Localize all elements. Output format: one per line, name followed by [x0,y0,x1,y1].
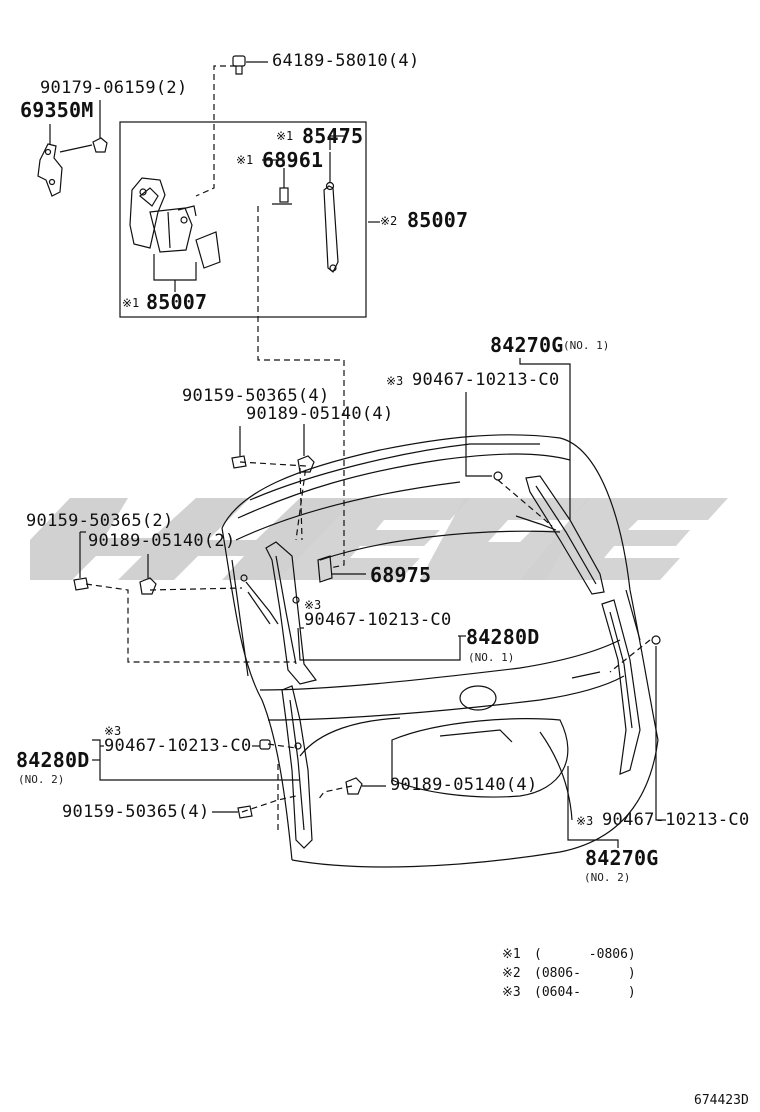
control-rod-drawing [323,152,339,273]
label-no1-b: (NO. 1) [468,651,515,664]
label-90189-05140-bottom[interactable]: 90189-05140(4) [390,775,538,795]
label-68975[interactable]: 68975 [370,563,432,587]
legend-range-2: (0806- ) [534,966,636,981]
legend-range-3: (0604- ) [534,985,636,1000]
label-90159-50365-top[interactable]: 90159-50365(4) [182,386,330,406]
weatherstrip-84270g-no1-drawing [493,471,605,595]
nut-90189-top-drawing [297,455,315,473]
clip-90467-left-drawing [259,739,271,750]
label-90467-10213-left[interactable]: 90467-10213-C0 [104,736,252,756]
legend-mark-2: ※2 [502,966,521,981]
weatherstrip-84280d-no2-drawing [281,685,313,849]
legend-range-1: ( -0806) [534,947,636,962]
label-85007-bottom[interactable]: 85007 [146,290,208,314]
label-84270g-no1[interactable]: 84270G [490,333,564,357]
weatherstrip-84280d-no1-drawing [240,541,318,685]
bolt-64189-drawing [232,55,246,75]
mark-3-b: ※3 [304,598,322,612]
reference-code: 674423D [694,1093,749,1108]
label-no2-b: (NO. 2) [584,871,631,884]
label-90189-05140-top[interactable]: 90189-05140(4) [246,404,394,424]
bolt-90159-left-drawing [73,577,89,591]
back-door-outline [221,434,659,868]
detail-box [119,121,367,318]
label-90179-06159[interactable]: 90179-06159(2) [40,78,188,98]
label-84280d-no2[interactable]: 84280D [16,748,90,772]
mark-1-a: ※1 [276,129,294,143]
label-68961[interactable]: 68961 [262,148,324,172]
label-90159-50365-2[interactable]: 90159-50365(2) [26,511,174,531]
label-85007-right[interactable]: 85007 [407,208,469,232]
label-90467-10213-mid[interactable]: 90467-10213-C0 [304,610,452,630]
legend-mark-3: ※3 [502,985,521,1000]
label-84280d-no1[interactable]: 84280D [466,625,540,649]
bolt-90159-top-drawing [231,455,247,469]
bolt-90159-bottom-drawing [237,805,253,819]
door-lock-actuator-drawing [129,177,221,292]
weatherstrip-84270g-no2-drawing [571,599,661,775]
label-no1-a: (NO. 1) [563,339,610,352]
mark-1-c: ※1 [122,296,140,310]
label-69350m[interactable]: 69350M [20,98,94,122]
nut-90179-drawing [92,137,108,153]
label-84270g-no2[interactable]: 84270G [585,846,659,870]
nut-90189-bottom-drawing [345,777,363,795]
label-no2-a: (NO. 2) [18,773,65,786]
label-90189-05140-2[interactable]: 90189-05140(2) [88,531,236,551]
nut-90189-left-drawing [139,577,157,595]
connection-dashes [85,65,651,830]
label-90159-50365-bottom[interactable]: 90159-50365(4) [62,802,210,822]
mark-3-c: ※3 [104,724,122,738]
label-90467-10213-right[interactable]: 90467-10213-C0 [602,810,750,830]
label-90467-10213-top[interactable]: 90467-10213-C0 [412,370,560,390]
bracket-68975-drawing [317,555,333,583]
mark-3-d: ※3 [576,814,594,828]
mark-2: ※2 [380,214,398,228]
label-64189-58010[interactable]: 64189-58010(4) [272,51,420,71]
label-85475[interactable]: 85475 [302,124,364,148]
mark-3-a: ※3 [386,374,404,388]
legend-mark-1: ※1 [502,947,521,962]
bracket-69350m-drawing [37,143,63,197]
mark-1-b: ※1 [236,153,254,167]
clip-68961-drawing [272,168,292,205]
